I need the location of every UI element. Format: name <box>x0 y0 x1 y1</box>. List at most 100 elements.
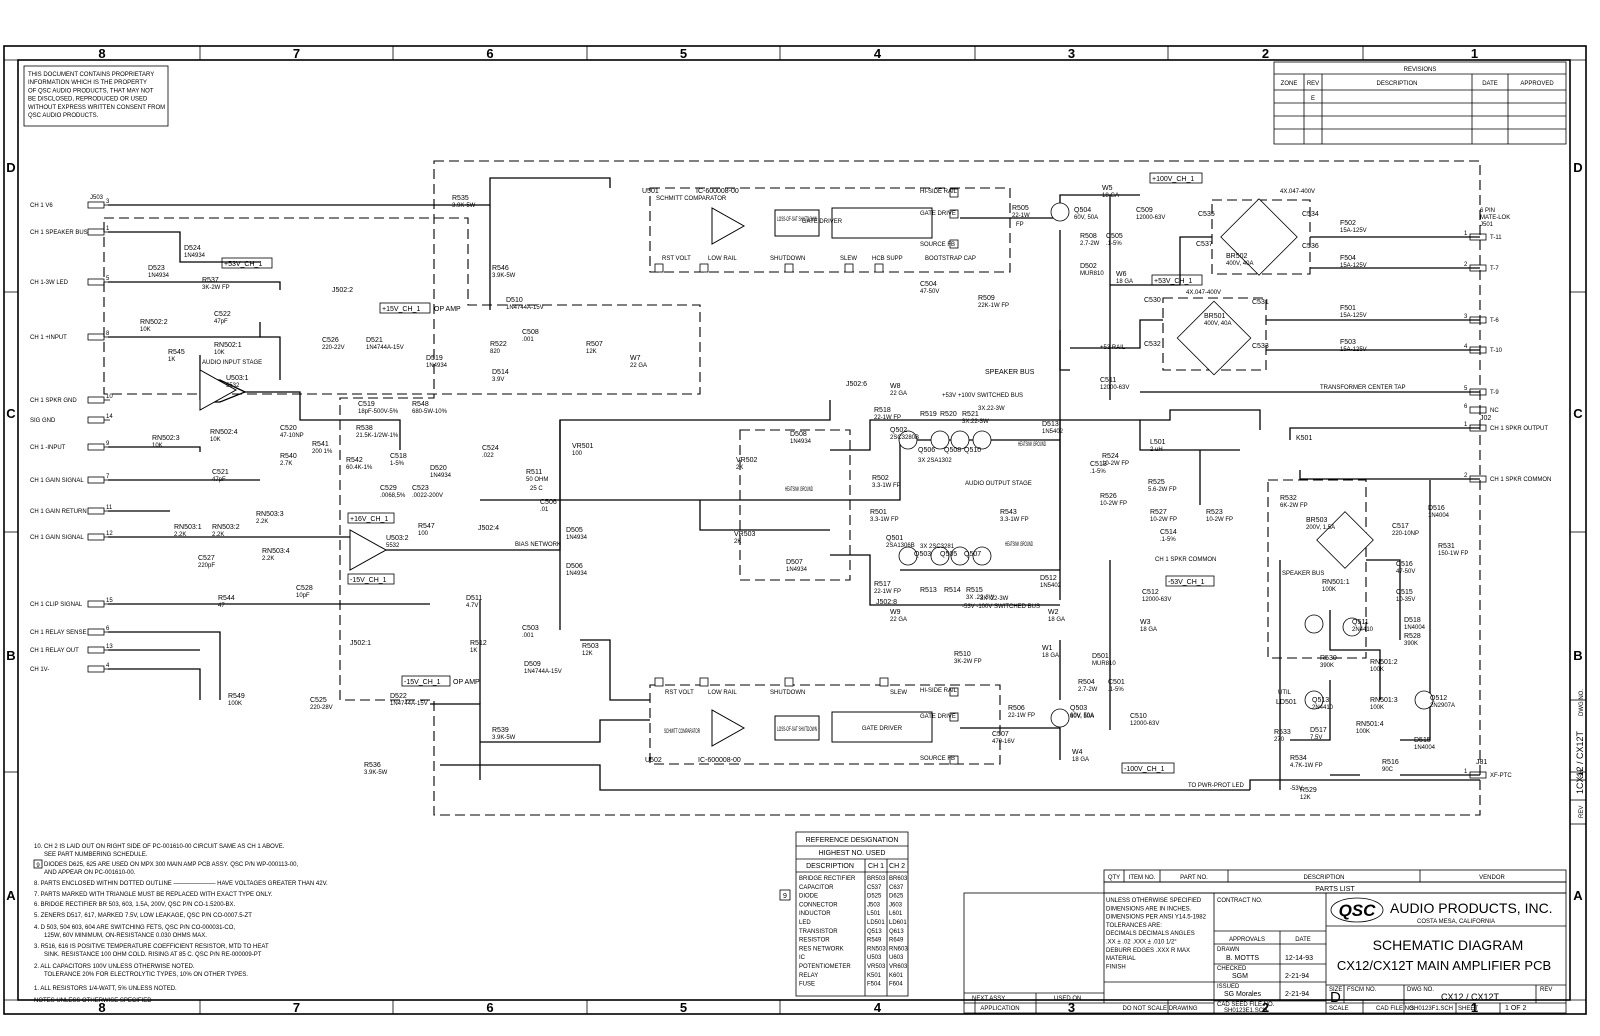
component-r515-value: 3X .22-3W <box>966 595 995 601</box>
left-connector-label: SIG GND <box>30 418 56 424</box>
left-connector-pin: 13 <box>106 644 113 650</box>
component-r522-value: 820 <box>490 349 501 355</box>
right-connector-label: T-7 <box>1490 266 1499 272</box>
component-r528-label: R528 <box>1404 633 1421 640</box>
zone-bottom-5: 5 <box>680 1000 687 1015</box>
component-c505-value: .1-5% <box>1106 241 1122 247</box>
component-vr502-label: VR502 <box>736 457 758 464</box>
component-r546-label: R546 <box>492 265 509 272</box>
component-r503-label: R503 <box>582 643 599 650</box>
component-rn501-3-value: 100K <box>1370 705 1384 711</box>
component-r502-label: R502 <box>872 475 889 482</box>
component-c515-label: C515 <box>1396 589 1413 596</box>
component-rn503-4-label: RN503:4 <box>262 548 290 555</box>
component-r517-value: 22-1W FP <box>874 589 901 595</box>
component-r538-value: 21.5K-1/2W-1% <box>356 433 399 439</box>
component-f503-value: 15A-125V <box>1340 347 1367 353</box>
component-r545-value: 1K <box>168 357 175 363</box>
ref-row-description: INDUCTOR <box>799 911 831 917</box>
right-connector-pin: 1 <box>1464 422 1468 428</box>
component-c509-value: 12000-63V <box>1136 215 1165 221</box>
component-c536-label: C536 <box>1302 243 1319 250</box>
component-r504-value: 2.7-2W <box>1078 687 1098 693</box>
zone-bottom-3: 3 <box>1068 1000 1075 1015</box>
component-rn502-3-value: 10K <box>152 443 163 449</box>
component-br503-value: 200V, 1.5A <box>1306 525 1335 531</box>
component-w7-label: W7 <box>630 355 641 362</box>
component-r532-value: 6K-2W FP <box>1280 503 1308 509</box>
component-r531-value: 150-1W FP <box>1438 551 1468 557</box>
issued-date: 2-21-94 <box>1285 991 1309 998</box>
component-w9-value: 22 GA <box>890 617 907 623</box>
component-c517-value: 220-10NP <box>1392 531 1419 537</box>
component-rn502-2-value: 10K <box>140 327 151 333</box>
component-r539-value: 3.9K-5W <box>492 735 516 741</box>
cad-seed-label: CAD SEED FILE NO. <box>1217 1002 1275 1008</box>
component-rn503-1-value: 2.2K <box>174 532 186 538</box>
notice-line: BE DISCLOSED, REPRODUCED OR USED <box>28 97 148 103</box>
component-r514-label: R514 <box>944 587 961 594</box>
side-dwg-no: CX12 / CX12T <box>1575 730 1585 789</box>
component-d511-label: D511 <box>466 595 482 602</box>
left-connector-pin: 7 <box>106 474 110 480</box>
component-q506-label: Q506 <box>918 447 935 454</box>
right-connector-label: CH 1 SPKR OUTPUT <box>1490 426 1548 432</box>
component-r521v-extra: 3X.22-3W <box>978 406 1005 412</box>
component-r511t-extra: 25 C <box>530 486 543 492</box>
ref-row-ch1: K501 <box>867 973 882 979</box>
component-j81-label: J81 <box>1476 759 1487 766</box>
size-label: SIZE <box>1329 987 1342 993</box>
note-line: 1. ALL RESISTORS 1/4-WATT, 5% UNLESS NOT… <box>34 986 177 992</box>
component-d520-value: 1N4934 <box>430 473 452 479</box>
ref-row-ch1: D525 <box>867 894 882 900</box>
ch1-spkr-common-label: CH 1 SPKR COMMON <box>1155 557 1216 563</box>
left-connector-label: CH 1-3W LED <box>30 280 69 286</box>
tolerance-line: UNLESS OTHERWISE SPECIFIED <box>1106 898 1202 904</box>
component-rn501-3-label: RN501:3 <box>1370 697 1398 704</box>
component-c528-label: C528 <box>296 585 313 592</box>
left-connector-label: CH 1 GAIN SIGNAL <box>30 478 84 484</box>
component-r510-label: R510 <box>954 651 971 658</box>
component-r548-label: R548 <box>412 401 429 408</box>
qsc-logo-text: QSC <box>1339 901 1377 920</box>
component-q503bv-extra: 60V, 50A <box>1070 714 1094 720</box>
u502-pin-gate: GATE DRIVE <box>920 714 956 720</box>
ref-row-ch1: RN503 <box>867 946 886 952</box>
u501-pin-slew: SLEW <box>840 256 857 262</box>
dwg-no-value: CX12 / CX12T <box>1441 992 1500 1002</box>
zone-bottom-6: 6 <box>486 1000 493 1015</box>
component-q503-label: Q503 <box>914 551 931 558</box>
scale-label: SCALE <box>1329 1006 1349 1012</box>
component-r548-value: 680-5W-10% <box>412 409 448 415</box>
component-q510-label: Q510 <box>964 447 981 454</box>
dwg-no-label: DWG NO. <box>1407 987 1434 993</box>
zone-left-A: A <box>6 888 16 903</box>
component-f504-label: F504 <box>1340 255 1356 262</box>
component-r528-value: 390K <box>1404 641 1418 647</box>
transistor-symbol <box>898 430 918 450</box>
left-connector-label: CH 1 GAIN SIGNAL <box>30 535 84 541</box>
component-r510-value: 3K-2W FP <box>954 659 982 665</box>
tolerance-line: FINISH <box>1106 964 1126 970</box>
left-connector-label: CH 1 V6 <box>30 203 53 209</box>
right-connector-pin: 2 <box>1464 473 1468 479</box>
section-labels: AUDIO INPUT STAGE SPEAKER BUS AUDIO OUTP… <box>202 345 1405 789</box>
note-line: TOLERANCE 20% FOR ELECTROLYTIC TYPES, 10… <box>44 972 248 978</box>
u501-pin-rst: RST VOLT <box>662 256 691 262</box>
component-w1-label: W1 <box>1042 645 1053 652</box>
component-r525-label: R525 <box>1148 479 1165 486</box>
component-c523-label: C523 <box>412 485 429 492</box>
component-r511-value: 50 OHM <box>526 477 548 483</box>
fscm-label: FSCM NO. <box>1347 987 1377 993</box>
ref-row-ch2: L601 <box>889 911 903 917</box>
j501-label-3: J501 <box>1480 222 1494 228</box>
component-r544-value: 47 <box>218 603 225 609</box>
left-connector: CH 1V-4 <box>30 663 110 673</box>
component-d511-value: 4.7V <box>466 603 478 609</box>
component-c510-label: C510 <box>1130 713 1147 720</box>
component-r525-value: 5.6-2W FP <box>1148 487 1177 493</box>
component-rn503-3-value: 2.2K <box>256 519 268 525</box>
component-r518-label: R518 <box>874 407 891 414</box>
